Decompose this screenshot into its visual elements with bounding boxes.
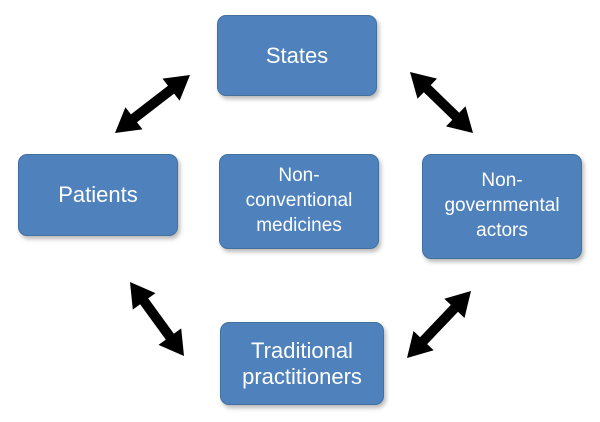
traditional-practitioners-label: Traditional practitioners — [242, 337, 362, 389]
arrow-states-nga-icon — [410, 72, 473, 133]
arrow-tp-nga-icon — [407, 291, 471, 358]
double-headed-arrow-icon — [410, 72, 473, 133]
states-box: States — [217, 15, 377, 96]
double-headed-arrow-icon — [115, 75, 190, 133]
non-governmental-actors-label: Non- governmental actors — [444, 170, 560, 241]
arrow-patients-states-icon — [115, 75, 190, 133]
non-conventional-medicines-box: Non- conventional medicines — [219, 154, 379, 249]
arrow-patients-tp-icon — [130, 282, 184, 356]
non-governmental-actors-box: Non- governmental actors — [422, 154, 582, 259]
patients-box: Patients — [18, 154, 178, 236]
patients-label: Patients — [58, 182, 138, 208]
double-headed-arrow-icon — [130, 282, 184, 356]
states-label: States — [265, 42, 329, 68]
traditional-practitioners-box: Traditional practitioners — [220, 322, 384, 405]
non-conventional-medicines-label: Non- conventional medicines — [245, 165, 353, 236]
double-headed-arrow-icon — [407, 291, 471, 358]
